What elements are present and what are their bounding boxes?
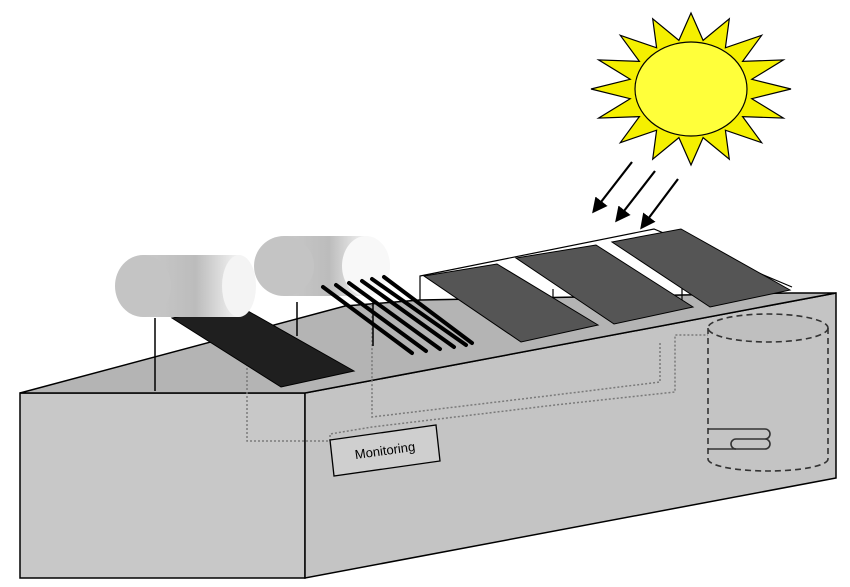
pipe-network (246, 300, 708, 442)
storage-tank-icon (707, 313, 829, 472)
water-tank-collector-2 (254, 236, 390, 296)
water-tank-collector-1 (115, 255, 256, 317)
solar-radiation-arrows (592, 161, 679, 230)
monitoring-box: Monitoring (329, 424, 441, 477)
pv-panel-1 (422, 263, 600, 343)
evacuated-tube-collector (321, 275, 474, 355)
building-front-face (19, 392, 306, 579)
pv-panel-2 (514, 244, 695, 325)
pv-panel-3 (610, 228, 792, 308)
sun-disc (634, 41, 748, 137)
heat-exchanger-coil-icon (708, 428, 771, 450)
sun-icon (590, 11, 792, 167)
pipe-network-loop (371, 300, 661, 418)
